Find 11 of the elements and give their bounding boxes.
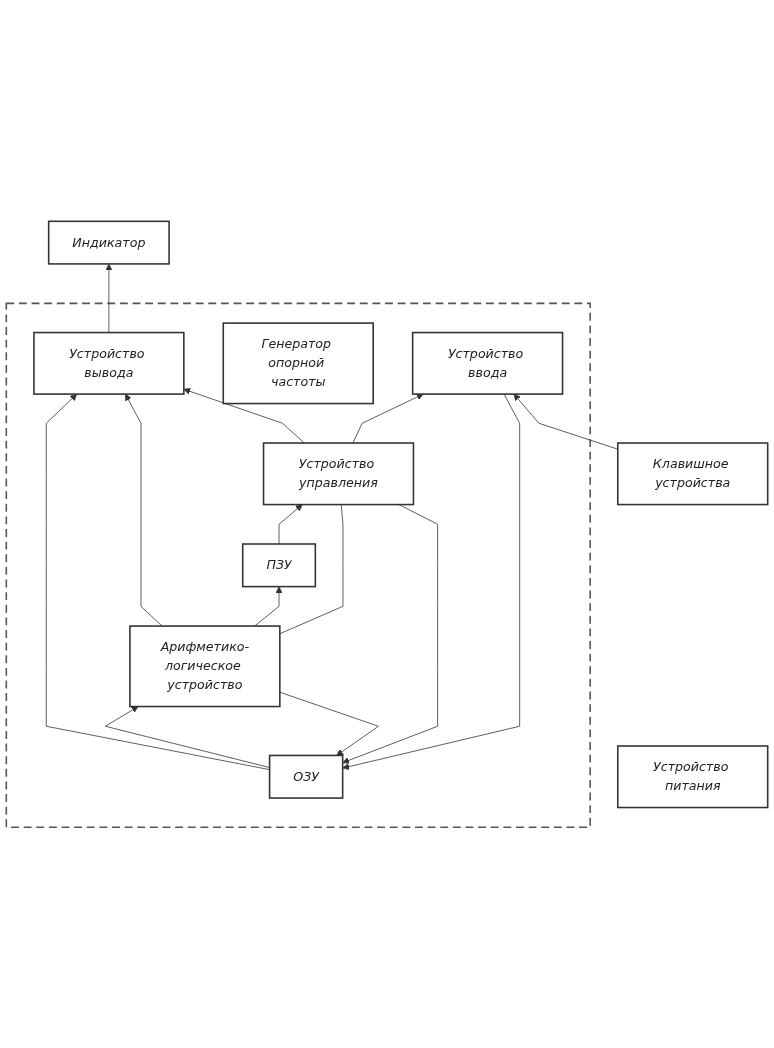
node-box: Генератор опорной частоты <box>222 322 374 405</box>
node-box: Устройство управления <box>262 441 415 506</box>
node-box: ПЗУ <box>241 542 317 588</box>
node-box: Арифметико-логическое устройство <box>129 625 281 708</box>
node-box: Индикатор <box>47 220 170 265</box>
node-box: Устройство питания <box>617 744 769 809</box>
cluster <box>5 302 591 828</box>
node-box: ОЗУ <box>268 754 344 799</box>
node-box: Клавишное устройства <box>617 441 769 506</box>
node-box: Устройство ввода <box>411 331 564 395</box>
node-box: Устройство вывода <box>33 331 185 395</box>
